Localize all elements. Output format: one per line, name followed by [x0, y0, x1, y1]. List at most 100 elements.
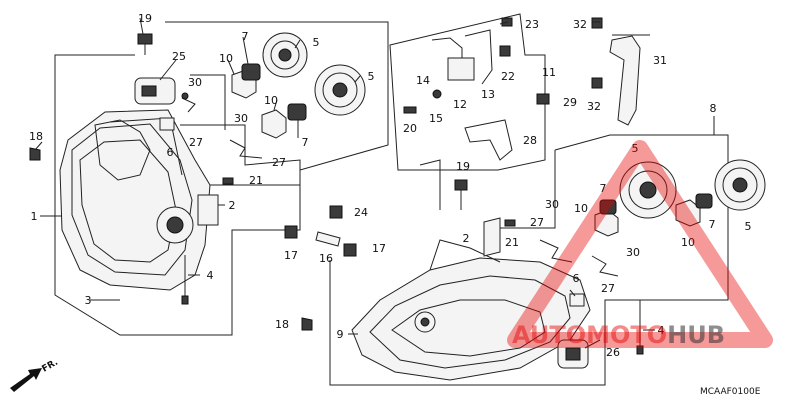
ignitor-12 — [447, 57, 475, 81]
callout-31: 31 — [653, 54, 667, 67]
callout-32-lower: 32 — [587, 100, 601, 113]
callout-13: 13 — [481, 88, 495, 101]
callout-19-left: 19 — [138, 12, 152, 25]
left-headlight-housing — [59, 109, 219, 291]
callout-10-lower: 10 — [264, 94, 278, 107]
screw-21-right — [504, 219, 516, 227]
callout-14: 14 — [416, 74, 430, 87]
callout-32-upper: 32 — [573, 18, 587, 31]
bolt-24 — [329, 205, 343, 219]
callout-10-upper: 10 — [219, 52, 233, 65]
right-socket-frame — [490, 150, 556, 229]
ballast-group — [403, 17, 550, 161]
callout-6-right: 6 — [573, 272, 580, 285]
watermark-word-1: AUTO — [512, 321, 586, 349]
callout-4-right: 4 — [658, 324, 665, 337]
grommet-17-left — [284, 225, 298, 239]
callout-12: 12 — [453, 98, 467, 111]
screw-21-left — [222, 177, 234, 185]
callout-2-left: 2 — [229, 199, 236, 212]
bulb-socket-7-right-b — [695, 193, 713, 209]
front-direction-arrow: FR. — [10, 358, 60, 392]
wire-27-right — [539, 239, 573, 263]
callout-9: 9 — [337, 328, 344, 341]
diagram-code: MCAAF0100E — [700, 387, 761, 397]
callout-29: 29 — [563, 96, 577, 109]
callout-27-upper: 27 — [189, 136, 203, 149]
bulb-socket-7-right-a — [599, 199, 617, 215]
bolt-32-lower — [591, 77, 603, 89]
clip-18-left — [29, 147, 41, 161]
clip-18-right — [301, 317, 313, 331]
bulb-socket-7-lower — [287, 103, 307, 121]
collar-15 — [432, 89, 442, 99]
callout-21-right: 21 — [505, 236, 519, 249]
grommet-6-right — [569, 293, 585, 307]
bulb-socket-frame — [190, 74, 226, 130]
callout-7-right-b: 7 — [709, 218, 716, 231]
bolt-32-upper — [591, 17, 603, 29]
bracket-2-right — [483, 217, 501, 257]
callout-21-left: 21 — [249, 174, 263, 187]
callout-5-right-b: 5 — [745, 220, 752, 233]
callout-25: 25 — [172, 50, 186, 63]
svg-text:AUTOMOTOHUB: AUTOMOTOHUB — [512, 321, 725, 349]
callout-10-right-b: 10 — [681, 236, 695, 249]
right-bulbs-covers — [483, 159, 766, 277]
callout-30-right-b: 30 — [626, 246, 640, 259]
callout-16: 16 — [319, 252, 333, 265]
callout-22: 22 — [501, 70, 515, 83]
nut-22 — [499, 45, 511, 57]
screw-19-right — [454, 179, 468, 191]
callout-7-right-a: 7 — [600, 182, 607, 195]
bracket-28 — [464, 119, 513, 161]
callout-numbers: 19 25 7 5 5 10 30 27 10 30 7 27 18 6 21 … — [29, 12, 752, 359]
grommet-17-right — [343, 243, 357, 257]
bracket-frame — [180, 124, 301, 186]
callout-30-upper: 30 — [188, 76, 202, 89]
screw-19-left — [137, 33, 153, 45]
callout-27-lower: 27 — [272, 156, 286, 169]
callout-17-left: 17 — [284, 249, 298, 262]
callout-15: 15 — [429, 112, 443, 125]
left-hardware — [29, 33, 263, 305]
left-assembly-frame — [54, 21, 389, 336]
callout-4-left: 4 — [207, 269, 214, 282]
callout-11: 11 — [542, 66, 556, 79]
callout-18-right: 18 — [275, 318, 289, 331]
callout-5-upper: 5 — [313, 36, 320, 49]
callout-30-lower: 30 — [234, 112, 248, 125]
ballast-frame — [389, 13, 546, 171]
leader-lines — [34, 17, 715, 349]
direction-label: FR. — [41, 358, 60, 375]
callout-10-right-a: 10 — [574, 202, 588, 215]
fr-arrow-icon — [10, 368, 42, 392]
grommet-6-left — [159, 117, 175, 131]
callout-28: 28 — [523, 134, 537, 147]
group-frames — [54, 13, 729, 386]
nut-29 — [536, 93, 550, 105]
center-hardware — [284, 179, 468, 331]
watermark-triangle-icon — [507, 140, 773, 348]
callout-5-mid: 5 — [368, 70, 375, 83]
watermark-word-3: HUB — [667, 321, 725, 349]
right-headlight-housing — [351, 239, 644, 381]
callout-18-left: 18 — [29, 130, 43, 143]
callout-8: 8 — [710, 102, 717, 115]
bulb-10-right-b — [675, 199, 701, 227]
callout-2-right: 2 — [463, 232, 470, 245]
callout-30-right-a: 30 — [545, 198, 559, 211]
bulb-10-lower — [261, 109, 287, 139]
watermark-word-2: MOTO — [586, 321, 667, 349]
callout-5-right-a: 5 — [632, 142, 639, 155]
callout-27-right-b: 27 — [601, 282, 615, 295]
callout-27-right-a: 27 — [530, 216, 544, 229]
callout-3: 3 — [85, 294, 92, 307]
callout-17-right: 17 — [372, 242, 386, 255]
wire-27-right-b — [591, 255, 619, 277]
callout-23: 23 — [525, 18, 539, 31]
stay-31 — [609, 35, 641, 126]
callout-19-right: 19 — [456, 160, 470, 173]
automotohub-watermark: AUTOMOTOHUB — [507, 140, 773, 349]
